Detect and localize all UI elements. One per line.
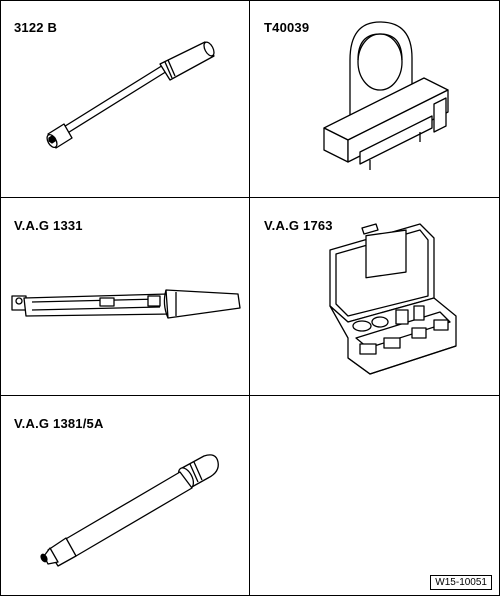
- adapter-pen-icon: [40, 454, 219, 567]
- tool-cell-empty: [250, 396, 500, 596]
- socket-extension-icon: [46, 41, 215, 149]
- tool-label: T40039: [264, 20, 310, 35]
- tool-holder-icon: [323, 21, 449, 170]
- tool-label: V.A.G 1381/5A: [14, 416, 104, 431]
- tool-cell-vag1763: V.A.G 1763: [250, 198, 500, 395]
- tool-label: V.A.G 1331: [14, 218, 83, 233]
- figure-reference: W15-10051: [430, 575, 492, 590]
- torque-wrench-icon: [11, 289, 241, 319]
- tool-label: V.A.G 1763: [264, 218, 333, 233]
- tool-cell-vag1381-5a: V.A.G 1381/5A: [0, 396, 249, 596]
- grid-divider-row2: [0, 395, 500, 396]
- grid-divider-vertical: [249, 0, 250, 596]
- tool-cell-3122b: 3122 B: [0, 0, 249, 197]
- tool-label: 3122 B: [14, 20, 58, 35]
- tool-case-icon: [329, 223, 457, 375]
- grid-divider-row1: [0, 197, 500, 198]
- tool-cell-t40039: T40039: [250, 0, 500, 197]
- tool-cell-vag1331: V.A.G 1331: [0, 198, 249, 395]
